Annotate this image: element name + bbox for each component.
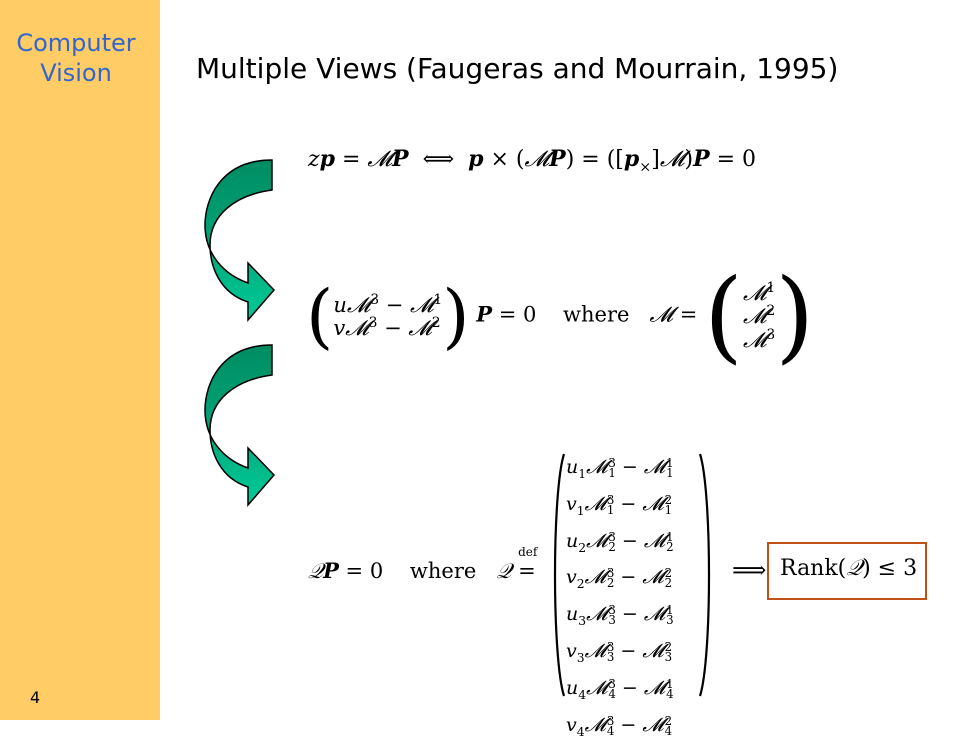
- curved-arrow-icon: [204, 159, 276, 323]
- sidebar: Computer Vision 4: [0, 0, 160, 720]
- rank-text: Rank(𝒬) ≤ 3: [780, 556, 918, 581]
- equation-q-lhs: 𝒬P = 0 where 𝒬 def=: [308, 545, 538, 583]
- sidebar-title-line2: Vision: [40, 59, 112, 87]
- q-matrix-left-paren: [553, 453, 566, 697]
- page-number: 4: [30, 688, 41, 707]
- m-matrix: 𝓜1 𝓜2 𝓜3: [742, 280, 776, 352]
- equation-projection: zp = 𝓜P ⟺ p × (𝓜P) = ([p×]𝓜)P = 0: [308, 146, 757, 176]
- equation-two-rows-matrix: u𝓜3 − 𝓜1 v𝓜3 − 𝓜2: [333, 291, 443, 340]
- def-label: def: [518, 545, 538, 559]
- slide-title: Multiple Views (Faugeras and Mourrain, 1…: [196, 52, 839, 85]
- implies-arrow: ⟹: [732, 556, 767, 584]
- sidebar-title-line1: Computer: [16, 29, 136, 57]
- rank-box: [767, 542, 927, 600]
- q-matrix-right-paren: [698, 453, 711, 697]
- where-label: where: [409, 559, 477, 583]
- sidebar-title: Computer Vision: [0, 28, 152, 88]
- curved-arrow-icon: [204, 344, 276, 508]
- equation-two-rows: ( u𝓜3 − 𝓜1 v𝓜3 − 𝓜2 ) P = 0 where 𝓜 = ( …: [306, 257, 815, 374]
- where-label: where: [563, 302, 630, 327]
